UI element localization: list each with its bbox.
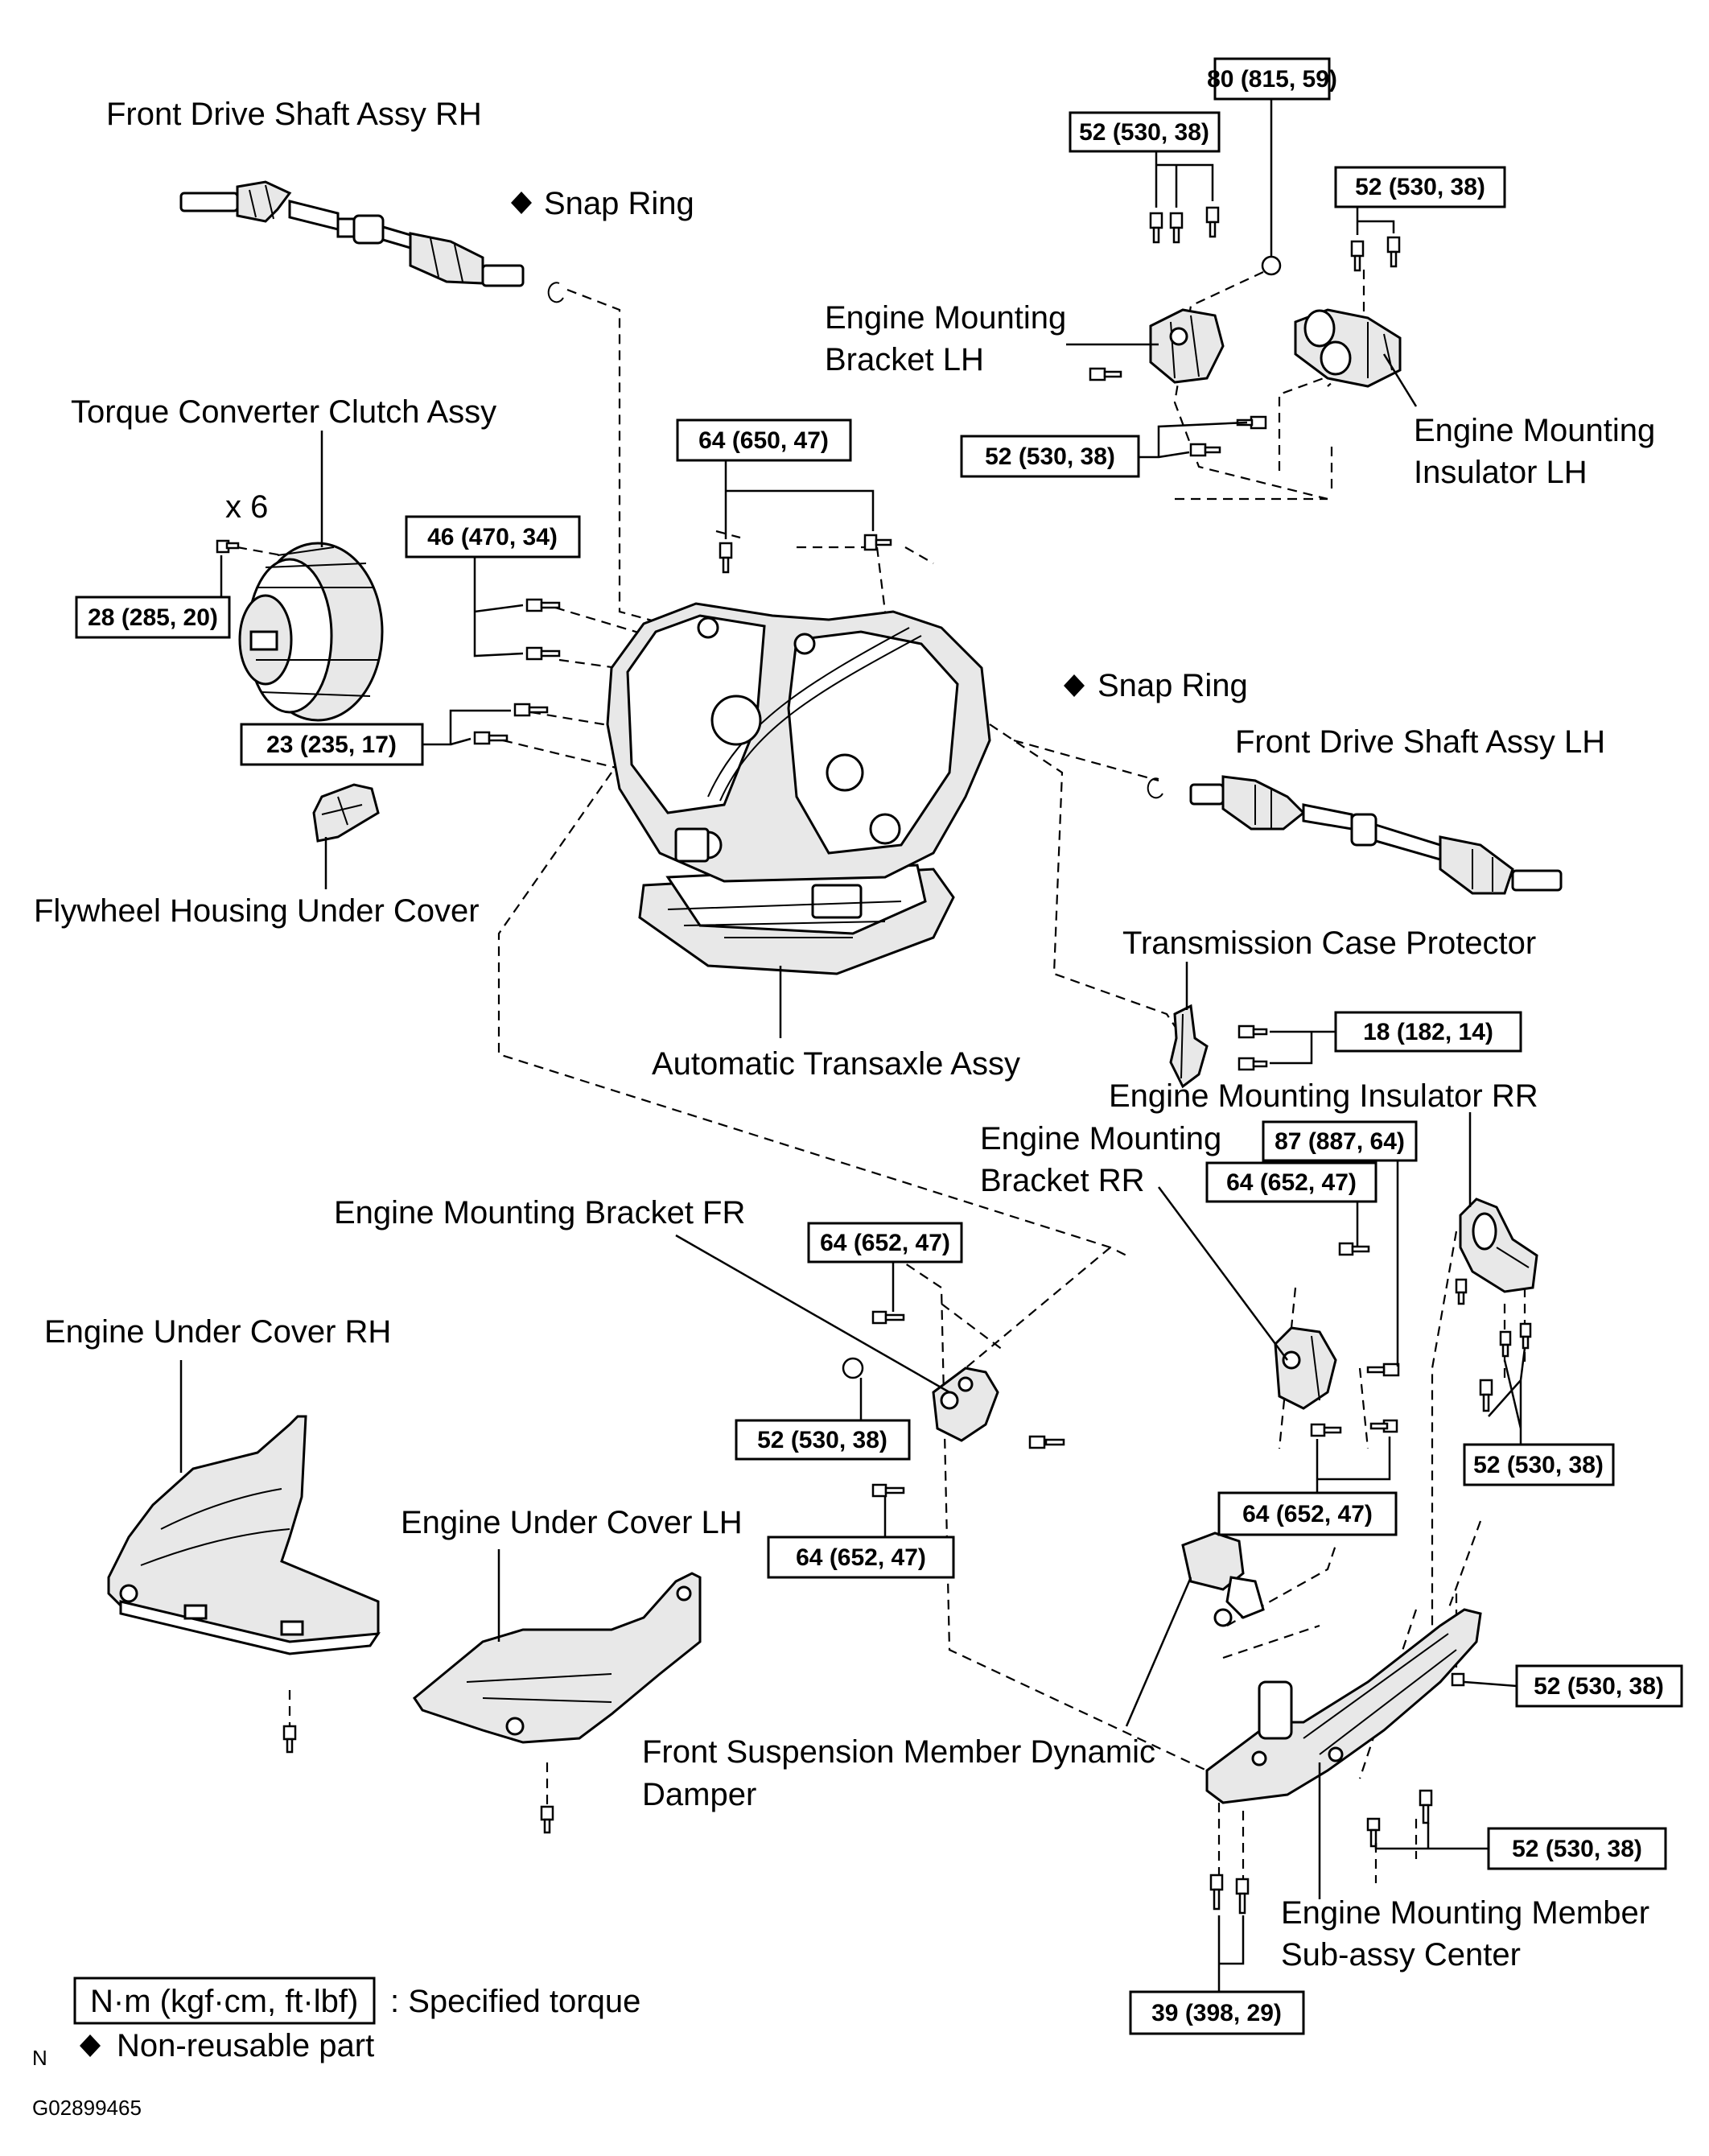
- torque-52-insulator-lower: 52 (530, 38): [985, 443, 1115, 470]
- torque-52-bracket-lh: 52 (530, 38): [1079, 119, 1209, 146]
- torque-52-member-lower: 52 (530, 38): [1512, 1836, 1642, 1862]
- torque-64-bracket-fr-top: 64 (652, 47): [820, 1230, 950, 1256]
- torque-87: 87 (887, 64): [1275, 1128, 1405, 1155]
- label-mounting-member-2: Sub-assy Center: [1281, 1937, 1521, 1973]
- label-front-drive-shaft-rh: Front Drive Shaft Assy RH: [106, 97, 482, 132]
- snap-ring-lh-illustration: [1147, 777, 1163, 799]
- label-engine-mounting-bracket-rr-1: Engine Mounting: [980, 1121, 1221, 1156]
- torque-64-bracket-rr: 64 (652, 47): [1226, 1169, 1357, 1196]
- label-snap-ring-right: Snap Ring: [1097, 668, 1248, 703]
- label-mounting-member-1: Engine Mounting Member: [1281, 1895, 1649, 1931]
- engine-mounting-bracket-lh-illustration: [1149, 308, 1225, 384]
- label-engine-under-cover-lh: Engine Under Cover LH: [401, 1505, 743, 1540]
- legend-non-reusable: Non-reusable part: [117, 2028, 374, 2063]
- legend-unit-desc: : Specified torque: [390, 1984, 640, 2019]
- diamond-icon-legend: [80, 2034, 101, 2057]
- torque-64-bracket-fr-bottom: 64 (652, 47): [796, 1544, 926, 1571]
- label-torque-converter: Torque Converter Clutch Assy: [71, 394, 496, 430]
- legend: N·m (kgf·cm, ft·lbf) : Specified torque …: [73, 1977, 640, 2063]
- torque-23: 23 (235, 17): [266, 732, 397, 758]
- torque-boxes: 80 (815, 59) 52 (530, 38) 52 (530, 38) 6…: [75, 57, 1683, 2035]
- engine-under-cover-lh-illustration: [412, 1572, 702, 1744]
- label-engine-mounting-bracket-rr-2: Bracket RR: [980, 1163, 1145, 1198]
- torque-64-top: 64 (650, 47): [698, 427, 829, 454]
- bolts: [216, 206, 1532, 1915]
- torque-80: 80 (815, 59): [1207, 66, 1337, 93]
- flywheel-housing-under-cover-illustration: [312, 783, 380, 843]
- label-front-drive-shaft-lh: Front Drive Shaft Assy LH: [1235, 724, 1605, 760]
- legend-unit: N·m (kgf·cm, ft·lbf): [90, 1984, 358, 2019]
- label-engine-mounting-bracket-lh-1: Engine Mounting: [825, 300, 1066, 336]
- label-engine-mounting-insulator-lh-1: Engine Mounting: [1414, 413, 1655, 448]
- figure-id: G02899465: [32, 2096, 142, 2120]
- front-drive-shaft-rh-illustration: [179, 180, 525, 287]
- torque-28: 28 (285, 20): [88, 604, 218, 631]
- engine-mounting-member-illustration: [1205, 1608, 1482, 1804]
- label-transmission-case-protector: Transmission Case Protector: [1122, 925, 1536, 961]
- front-drive-shaft-lh-illustration: [1189, 775, 1563, 895]
- label-times-six: x 6: [225, 489, 268, 525]
- label-engine-mounting-insulator-lh-2: Insulator LH: [1414, 455, 1588, 490]
- part-labels: Front Drive Shaft Assy RH Snap Ring Engi…: [34, 97, 1655, 1973]
- diamond-icon-top: [511, 192, 532, 214]
- torque-52-bracket-fr: 52 (530, 38): [757, 1427, 887, 1453]
- torque-52-insulator-lh: 52 (530, 38): [1355, 174, 1485, 200]
- label-engine-under-cover-rh: Engine Under Cover RH: [44, 1314, 391, 1350]
- torque-39: 39 (398, 29): [1151, 2000, 1282, 2026]
- engine-mounting-insulator-rr-illustration: [1459, 1198, 1538, 1293]
- torque-52-member-right: 52 (530, 38): [1534, 1673, 1664, 1700]
- label-dynamic-damper-1: Front Suspension Member Dynamic: [642, 1734, 1155, 1770]
- label-engine-mounting-bracket-lh-2: Bracket LH: [825, 342, 984, 377]
- label-engine-mounting-bracket-fr: Engine Mounting Bracket FR: [334, 1195, 745, 1231]
- torque-18: 18 (182, 14): [1363, 1019, 1493, 1045]
- label-dynamic-damper-2: Damper: [642, 1777, 756, 1812]
- engine-mounting-insulator-lh-illustration: [1294, 308, 1402, 388]
- diamond-icon-right: [1064, 674, 1085, 697]
- automatic-transaxle-illustration: [606, 602, 991, 975]
- snap-ring-rh-illustration: [547, 282, 564, 303]
- label-flywheel-housing-under-cover: Flywheel Housing Under Cover: [34, 893, 480, 929]
- engine-mounting-bracket-fr-illustration: [932, 1367, 999, 1442]
- leader-lines: [179, 99, 1526, 1992]
- transmission-case-protector-illustration: [1169, 1004, 1209, 1089]
- torque-64-bracket-rr-bottom: 64 (652, 47): [1242, 1501, 1373, 1527]
- torque-converter-illustration: [238, 542, 384, 722]
- label-engine-mounting-insulator-rr: Engine Mounting Insulator RR: [1109, 1078, 1538, 1114]
- label-snap-ring-top: Snap Ring: [544, 186, 694, 221]
- torque-46: 46 (470, 34): [427, 524, 558, 550]
- dynamic-damper-illustration: [1181, 1531, 1265, 1627]
- label-automatic-transaxle: Automatic Transaxle Assy: [652, 1046, 1020, 1082]
- n-mark: N: [32, 2046, 47, 2070]
- engine-mounting-bracket-rr-illustration: [1274, 1326, 1337, 1410]
- torque-52-insulator-rr: 52 (530, 38): [1473, 1452, 1604, 1478]
- engine-under-cover-rh-illustration: [107, 1415, 381, 1655]
